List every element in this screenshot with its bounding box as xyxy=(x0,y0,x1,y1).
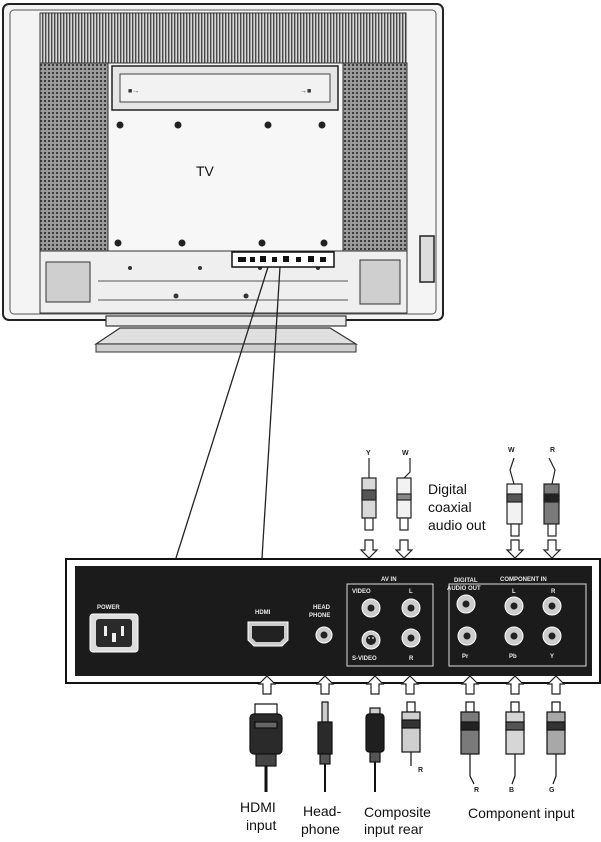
y-label: Y xyxy=(550,654,554,660)
composite-plug xyxy=(365,707,385,792)
component-r-plug xyxy=(460,701,480,785)
cable-label-y: Y xyxy=(366,450,371,457)
digital-audio-out-line2: AUDIO OUT xyxy=(447,586,481,592)
cable-label-r: R xyxy=(550,447,555,454)
composite-caption: Composite input rear xyxy=(364,804,435,837)
component-in-label: COMPONENT IN xyxy=(500,577,547,583)
hdmi-caption-line1: HDMI xyxy=(240,799,276,815)
video-label: VIDEO xyxy=(352,589,371,595)
av-r-label: R xyxy=(409,656,414,662)
bottom-arrows xyxy=(257,675,566,695)
zoom-line-right xyxy=(261,266,281,559)
av-in-group: AV IN VIDEO L S-VIDEO R xyxy=(346,577,434,667)
hdmi-label: HDMI xyxy=(255,610,271,616)
pb-label: Pb xyxy=(509,654,517,660)
right-vent-grille xyxy=(342,62,408,252)
tv-label: TV xyxy=(196,163,215,179)
svg-text:■→: ■→ xyxy=(128,88,139,95)
hdmi-plug xyxy=(249,703,283,792)
tv-back-view: ■→ →■ TV xyxy=(2,3,444,353)
connector-panel: POWER HDMI HEAD PHONE AV IN VIDEO xyxy=(65,558,601,684)
composite-r-label: R xyxy=(418,767,423,774)
hdmi-port xyxy=(247,621,289,647)
digital-out-caption-line3: audio out xyxy=(428,517,486,533)
comp-r-cable-label: R xyxy=(474,787,479,794)
power-socket xyxy=(89,613,139,653)
hdmi-caption: HDMI input xyxy=(240,799,280,833)
headphone-label-line1: HEAD xyxy=(313,605,331,611)
power-label: POWER xyxy=(97,605,120,611)
headphone-jack xyxy=(315,626,333,644)
component-b-plug xyxy=(505,701,525,785)
comp-r-label: R xyxy=(551,589,556,595)
top-vent-grille xyxy=(39,12,407,64)
component-caption: Component input xyxy=(468,805,575,821)
component-g-plug xyxy=(546,701,566,785)
svg-text:→■: →■ xyxy=(300,88,311,95)
pr-label: Pr xyxy=(462,654,469,660)
composite-caption-line1: Composite xyxy=(364,804,431,820)
hdmi-caption-line2: input xyxy=(246,817,276,833)
tv-stand xyxy=(105,315,347,327)
av-in-label: AV IN xyxy=(381,577,397,583)
digital-audio-out-line1: DIGITAL xyxy=(454,578,478,584)
digital-audio-out-label: DIGITAL AUDIO OUT xyxy=(447,578,481,592)
digital-out-caption: Digital coaxial audio out xyxy=(428,481,486,533)
headphone-plug xyxy=(317,701,333,792)
cable-label-w2: W xyxy=(508,447,515,454)
top-arrows xyxy=(359,539,562,559)
composite-caption-line2: input rear xyxy=(364,821,423,837)
headphone-caption: Head- phone xyxy=(301,803,345,837)
cable-label-w1: W xyxy=(402,450,409,457)
digital-out-caption-line2: coaxial xyxy=(428,499,472,515)
headphone-label: HEAD PHONE xyxy=(309,605,332,619)
headphone-caption-line2: phone xyxy=(301,821,340,837)
comp-g-cable-label: G xyxy=(549,787,555,794)
digital-out-caption-line1: Digital xyxy=(428,481,467,497)
composite-r-plug xyxy=(401,701,421,766)
top-cables xyxy=(361,457,560,537)
digital-audio-out-jack xyxy=(456,594,476,614)
comp-l-label: L xyxy=(512,589,516,595)
headphone-label-line2: PHONE xyxy=(309,613,330,619)
zoom-line-left xyxy=(175,266,269,559)
svideo-label: S-VIDEO xyxy=(352,656,377,662)
component-in-group: COMPONENT IN L R Pr Pb Y xyxy=(448,577,587,667)
left-vent-grille xyxy=(39,62,109,252)
comp-b-cable-label: B xyxy=(509,787,514,794)
av-l-label: L xyxy=(409,589,413,595)
headphone-caption-line1: Head- xyxy=(303,803,341,819)
